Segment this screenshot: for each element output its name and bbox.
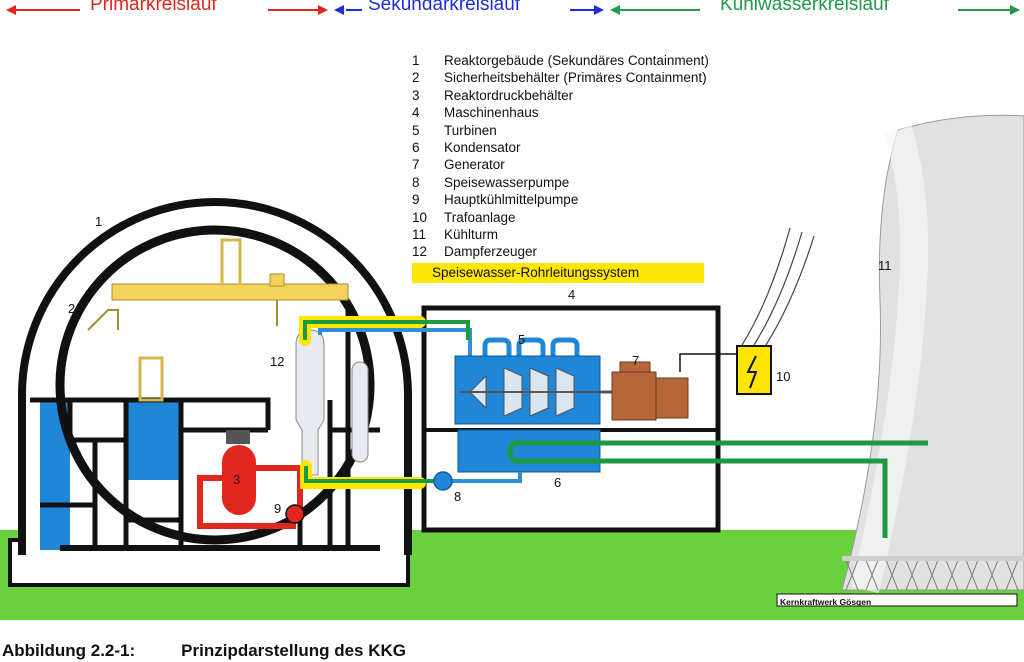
legend-item: 11 Kühlturm	[412, 226, 709, 243]
label-3: 3	[233, 472, 240, 487]
header-cooling: Kühlwasserkreislauf	[720, 0, 889, 15]
label-11: 11	[878, 258, 892, 273]
legend-item: 3 Reaktordruckbehälter	[412, 87, 709, 104]
label-5: 5	[518, 332, 525, 347]
feedwater-pipe	[303, 320, 470, 483]
legend-item: 5 Turbinen	[412, 122, 709, 139]
legend-number: 4	[412, 105, 420, 121]
legend-item: 8 Speisewasserpumpe	[412, 174, 709, 191]
header-secondary: Sekundarkreislauf	[368, 0, 521, 15]
legend-label: Trafoanlage	[444, 209, 516, 225]
legend-number: 2	[412, 70, 420, 86]
legend-item: 7 Generator	[412, 156, 709, 173]
legend-number: 3	[412, 87, 420, 103]
legend-label: Kondensator	[444, 140, 521, 156]
legend-label: Reaktorgebäude (Sekundäres Containment)	[444, 53, 709, 68]
legend-number: 6	[412, 140, 420, 156]
label-12: 12	[270, 354, 284, 369]
label-2: 2	[68, 301, 75, 316]
power-lines	[741, 227, 815, 346]
legend-number: 12	[412, 244, 428, 260]
transformer	[736, 345, 772, 395]
turbines	[454, 337, 604, 425]
legend-label: Reaktordruckbehälter	[444, 87, 574, 103]
label-1: 1	[95, 214, 102, 229]
label-4: 4	[568, 287, 575, 302]
main-coolant-pump	[285, 504, 305, 524]
legend-number: 5	[412, 122, 420, 138]
legend-number: 1	[412, 53, 420, 68]
condenser	[457, 429, 601, 473]
polar-crane	[87, 238, 349, 402]
header-primary: Primärkreislauf	[90, 0, 217, 15]
legend-label: Hauptkühlmittelpumpe	[444, 192, 579, 208]
generator	[600, 361, 689, 421]
label-10: 10	[776, 369, 790, 384]
legend-label: Generator	[444, 157, 505, 173]
legend-label: Kühlturm	[444, 227, 499, 243]
feedwater-return	[440, 472, 522, 483]
legend-item: 12 Dampferzeuger	[412, 243, 709, 260]
steam-pipe	[318, 328, 472, 375]
cooling-tower	[841, 114, 1024, 594]
legend: 1 Reaktorgebäude (Sekundäres Containment)…	[412, 52, 709, 261]
legend-item: 1 Reaktorgebäude (Sekundäres Containment)	[412, 52, 709, 69]
feedwater-pump	[433, 471, 453, 491]
plant-name: Kernkraftwerk Gösgen	[780, 597, 872, 607]
legend-label: Dampferzeuger	[444, 244, 538, 260]
label-8: 8	[454, 489, 461, 504]
legend-number: 9	[412, 192, 420, 208]
label-9: 9	[274, 501, 281, 516]
legend-label: Speisewasserpumpe	[444, 174, 570, 190]
legend-item: 2 Sicherheitsbehälter (Primäres Containme…	[412, 69, 709, 86]
label-6: 6	[554, 475, 561, 490]
legend-item: 4 Maschinenhaus	[412, 104, 709, 121]
legend-item: 9 Hauptkühlmittelpumpe	[412, 191, 709, 208]
legend-number: 10	[412, 209, 428, 225]
figure-caption: Abbildung 2.2-1: Prinzipdarstellung des K…	[2, 641, 406, 661]
legend-number: 11	[412, 227, 427, 243]
label-7: 7	[632, 353, 639, 368]
generator-cable	[679, 353, 737, 372]
steam-generator	[295, 329, 369, 476]
legend-number: 7	[412, 157, 420, 173]
legend-label: Turbinen	[444, 122, 497, 138]
legend-item: 6 Kondensator	[412, 139, 709, 156]
legend-label: Sicherheitsbehälter (Primäres Containmen…	[444, 70, 707, 86]
caption-title: Prinzipdarstellung des KKG	[181, 641, 406, 660]
cooling-water-pipe	[507, 440, 928, 538]
legend-item: 10 Trafoanlage	[412, 209, 709, 226]
caption-number: Abbildung 2.2-1:	[2, 641, 136, 660]
safety-containment	[55, 225, 375, 545]
legend-label: Maschinenhaus	[444, 105, 539, 121]
legend-number: 8	[412, 174, 420, 190]
plant-name-plate	[776, 593, 1018, 607]
feedwater-system-label: Speisewasser-Rohrleitungssystem	[412, 263, 704, 283]
header-arrows	[6, 5, 1020, 15]
